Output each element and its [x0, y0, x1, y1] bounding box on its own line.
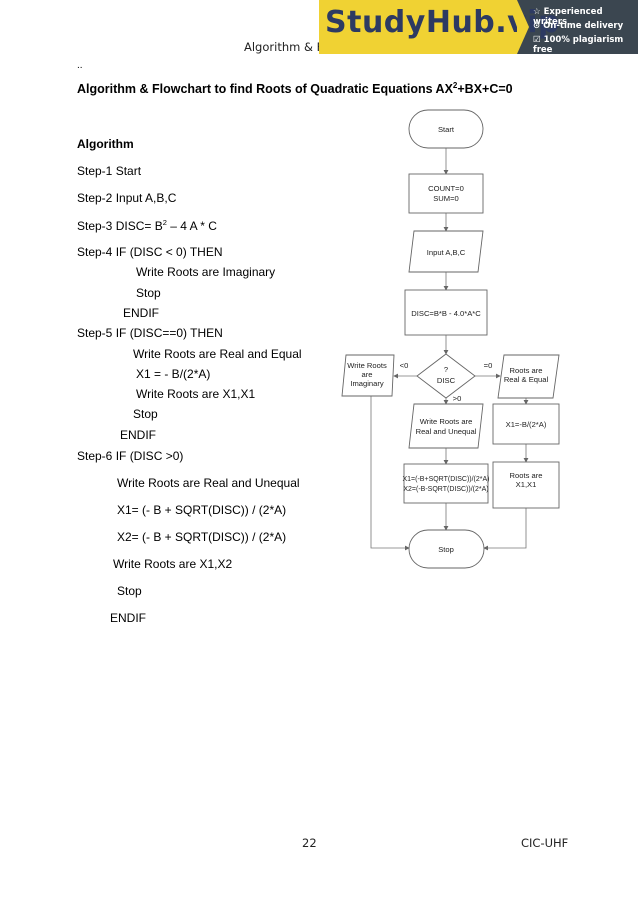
footer-org: CIC-UHF	[521, 836, 569, 850]
connector-roots-stop	[483, 508, 527, 551]
start-label: Start	[438, 125, 455, 134]
decision-question: ?	[444, 365, 448, 374]
imaginary-label-2: are	[362, 370, 373, 379]
step-4-stop: Stop	[136, 286, 161, 300]
stop-terminal	[408, 529, 485, 569]
connector-imaginary-stop	[370, 396, 410, 551]
x12-label-2: X2=(-B-SQRT(DISC))/(2*A)	[403, 486, 488, 493]
logo-notch	[517, 0, 529, 54]
step-6-stop: Stop	[117, 584, 142, 598]
input-parallelogram	[408, 230, 484, 273]
branch-less-label: <0	[400, 361, 409, 370]
page-title: Algorithm & Flowchart to find Roots of Q…	[77, 81, 513, 96]
start-terminal	[408, 109, 484, 149]
step-4: Step-4 IF (DISC < 0) THEN	[77, 245, 223, 259]
init-label-1: COUNT=0	[428, 184, 464, 193]
step-6-x1: X1= (- B + SQRT(DISC)) / (2*A)	[117, 503, 287, 517]
step-5-write: Write Roots are Real and Equal	[133, 347, 302, 361]
feature-on-time-delivery: ⊙ On-time delivery	[533, 21, 624, 31]
step-1: Step-1 Start	[77, 164, 142, 178]
disc-process	[404, 289, 488, 336]
step-6-endif: ENDIF	[110, 611, 146, 625]
branch-greater-label: >0	[453, 394, 462, 403]
equal-label-1: Roots are	[510, 366, 543, 375]
unequal-output	[408, 403, 484, 449]
imaginary-label-3: Imaginary	[350, 379, 384, 388]
imaginary-label-1: Write Roots	[347, 361, 387, 370]
step-4-endif: ENDIF	[123, 306, 159, 320]
unequal-label-1: Write Roots are	[420, 417, 473, 426]
step-3: Step-3 DISC= B2 – 4 A * C	[77, 218, 217, 233]
equal-output	[497, 354, 560, 399]
step-6-write-roots: Write Roots are X1,X2	[113, 557, 233, 571]
x1-label: X1=-B/(2*A)	[506, 420, 547, 429]
title-prefix: Algorithm & Flowchart to find Roots of Q…	[77, 82, 453, 97]
step-3-suffix: – 4 A * C	[166, 219, 217, 233]
stop-label: Stop	[438, 545, 454, 554]
branch-equal-label: =0	[484, 361, 493, 370]
step-3-prefix: Step-3 DISC= B	[77, 219, 163, 233]
decision-diamond	[416, 353, 476, 399]
step-5-endif: ENDIF	[120, 428, 156, 442]
input-label: Input A,B,C	[427, 248, 466, 257]
feature-experienced-writers: ☆ Experienced writers	[533, 7, 603, 27]
step-6: Step-6 IF (DISC >0)	[77, 449, 184, 463]
x1-process	[492, 403, 560, 445]
page-number: 22	[302, 836, 317, 850]
feature-plagiarism-free: ☑ 100% plagiarism free	[533, 35, 624, 55]
brand-banner[interactable]: StudyHub.vip ☆ Experienced writers ⊙ On-…	[319, 0, 638, 55]
x12-process	[403, 463, 489, 504]
roots-x1-label-1: Roots are	[510, 471, 543, 480]
title-superscript: 2	[452, 81, 458, 90]
equal-label-2: Real & Equal	[504, 375, 549, 384]
roots-x1-output	[492, 461, 560, 509]
init-process	[408, 173, 484, 214]
step-3-superscript: 2	[162, 218, 167, 227]
algorithm-heading: Algorithm	[77, 137, 134, 151]
step-5: Step-5 IF (DISC==0) THEN	[77, 326, 223, 340]
disc-label: DISC=B*B - 4.0*A*C	[411, 309, 481, 318]
title-suffix: +BX+C=0	[457, 82, 513, 97]
step-4-write: Write Roots are Imaginary	[136, 265, 276, 279]
step-6-write: Write Roots are Real and Unequal	[117, 476, 300, 490]
step-2: Step-2 Input A,B,C	[77, 191, 177, 205]
imaginary-output	[341, 354, 395, 397]
unequal-label-2: Real and Unequal	[416, 427, 477, 436]
running-title: Algorithm & Flo	[244, 40, 334, 54]
init-label-2: SUM=0	[433, 194, 459, 203]
roots-x1-label-2: X1,X1	[516, 480, 537, 489]
step-5-x1: X1 = - B/(2*A)	[136, 367, 211, 381]
step-6-x2: X2= (- B + SQRT(DISC)) / (2*A)	[117, 530, 287, 544]
step-5-stop: Stop	[133, 407, 158, 421]
x12-label-1: X1=(-B+SQRT(DISC))/(2*A)	[403, 476, 490, 483]
decision-label: DISC	[437, 376, 456, 385]
step-5-write-roots: Write Roots are X1,X1	[136, 387, 256, 401]
header-marker: ..	[77, 60, 83, 71]
